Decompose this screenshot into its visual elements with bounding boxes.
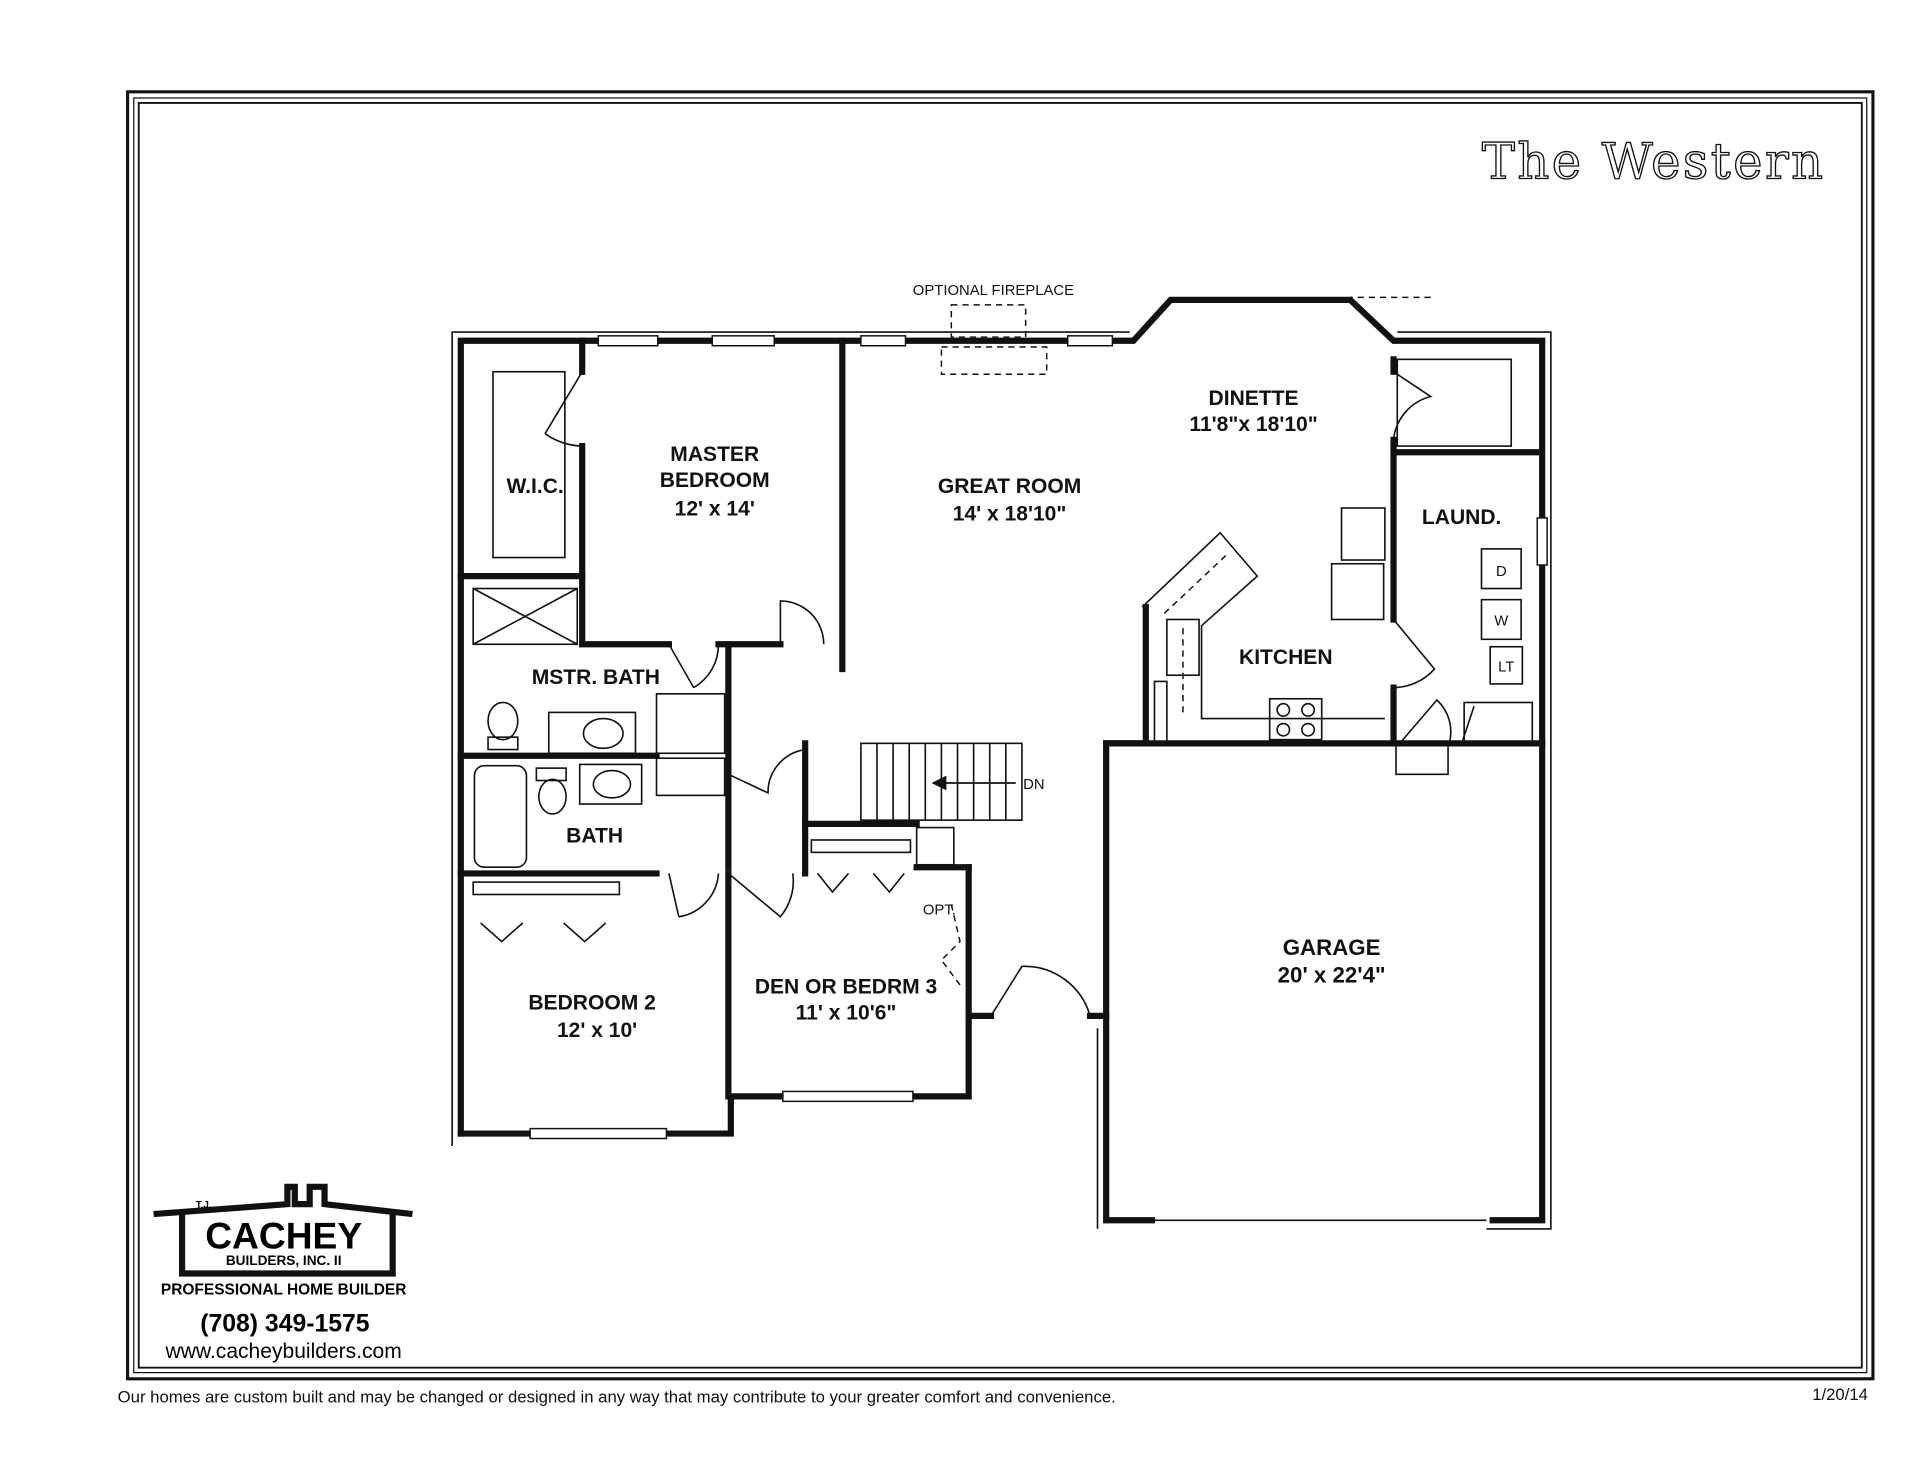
svg-text:T.J.: T.J. <box>196 1200 212 1211</box>
den-label: DEN OR BEDRM 3 <box>755 976 937 999</box>
stairs: DN <box>860 742 1045 821</box>
svg-text:11'8"x 18'10": 11'8"x 18'10" <box>1189 413 1317 436</box>
svg-text:D: D <box>1496 564 1507 580</box>
svg-text:20' x 22'4": 20' x 22'4" <box>1278 962 1386 987</box>
wic-label: W.I.C. <box>506 475 563 498</box>
laundry-label: LAUND. <box>1422 506 1502 529</box>
interior-walls <box>457 337 1540 1100</box>
plan-title: The Western <box>1482 133 1826 191</box>
master-bedroom-label: MASTER <box>670 443 759 466</box>
room-labels: MASTER BEDROOM 12' x 14' W.I.C. MSTR. BA… <box>506 387 1501 1042</box>
windows <box>529 335 1548 1140</box>
fixtures <box>472 358 1534 896</box>
kitchen-cabinets <box>1141 507 1386 745</box>
svg-text:BUILDERS, INC. II: BUILDERS, INC. II <box>226 1253 342 1268</box>
dinette-label: DINETTE <box>1209 387 1299 410</box>
great-room-label: GREAT ROOM <box>938 475 1081 498</box>
svg-text:DN: DN <box>1023 777 1044 793</box>
svg-text:12' x 14': 12' x 14' <box>675 497 755 520</box>
page-border <box>126 90 1875 1381</box>
opt-label: OPT. <box>923 902 956 918</box>
svg-text:12' x 10': 12' x 10' <box>557 1019 637 1042</box>
bedroom2-label: BEDROOM 2 <box>528 992 655 1015</box>
kitchen-label: KITCHEN <box>1239 646 1333 669</box>
master-bath-label: MSTR. BATH <box>532 666 660 689</box>
svg-text:CACHEY: CACHEY <box>205 1215 362 1257</box>
company-website[interactable]: www.cacheybuilders.com <box>165 1340 402 1363</box>
optional-fireplace: OPTIONAL FIREPLACE <box>913 283 1074 375</box>
svg-text:14' x 18'10": 14' x 18'10" <box>953 502 1067 525</box>
footer-date: 1/20/14 <box>1812 1385 1868 1404</box>
garage-label: GARAGE <box>1283 935 1381 960</box>
company-phone: (708) 349-1575 <box>200 1311 370 1338</box>
svg-text:LT: LT <box>1498 660 1514 676</box>
svg-text:BEDROOM: BEDROOM <box>660 469 770 492</box>
footer-disclaimer: Our homes are custom built and may be ch… <box>118 1387 1116 1406</box>
svg-text:11' x 10'6": 11' x 10'6" <box>796 1002 897 1025</box>
svg-text:OPTIONAL FIREPLACE: OPTIONAL FIREPLACE <box>913 283 1074 299</box>
laundry-appliances: D W LT <box>1480 548 1524 685</box>
company-logo: T.J. CACHEY BUILDERS, INC. II <box>153 1183 413 1277</box>
bath-label: BATH <box>566 824 623 847</box>
company-tagline: PROFESSIONAL HOME BUILDER <box>161 1282 407 1299</box>
doors <box>480 296 1487 1222</box>
svg-text:W: W <box>1494 614 1508 630</box>
